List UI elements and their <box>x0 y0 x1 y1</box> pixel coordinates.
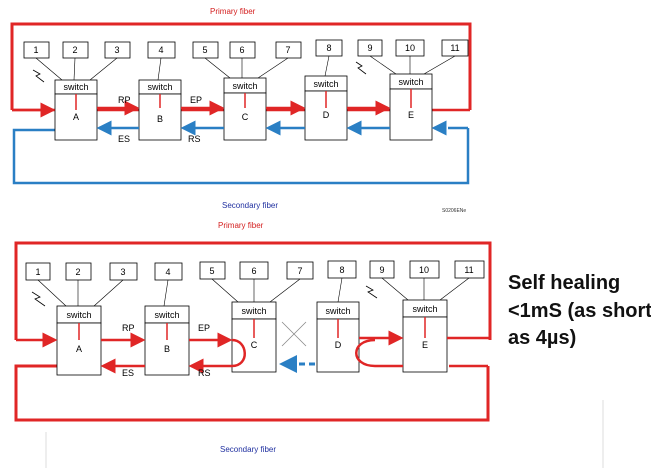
svg-text:10: 10 <box>419 265 429 275</box>
node-c-loopback <box>231 338 246 368</box>
svg-text:E: E <box>408 110 414 120</box>
svg-text:E: E <box>422 340 428 350</box>
bottom-secondary-ring-loopback <box>14 364 490 422</box>
top-device-1-label: 1 <box>33 45 38 55</box>
top-diagram: Primary fiber 1 2 3 4 5 6 7 8 9 <box>10 7 472 214</box>
top-secondary-fiber-label: Secondary fiber <box>222 201 278 210</box>
top-device-2-label: 2 <box>72 45 77 55</box>
svg-text:switch: switch <box>313 79 338 89</box>
bottom-nodes: switch A switch B switch C switch D <box>56 299 448 376</box>
top-device-6 <box>229 41 256 59</box>
top-device-11-label: 11 <box>450 43 459 53</box>
bottom-secondary-fiber-label: Secondary fiber <box>220 445 276 454</box>
bottom-devices: 1 2 3 4 5 6 7 8 9 10 11 <box>25 260 485 281</box>
top-secondary-ring <box>12 128 470 185</box>
self-healing-note: Self healing <1mS (as short as 4µs) <box>508 272 651 349</box>
svg-text:2: 2 <box>75 267 80 277</box>
bottom-port-es: ES <box>122 368 134 378</box>
top-port-ep: EP <box>190 95 202 105</box>
top-device-3 <box>104 41 131 59</box>
top-device-10-label: 10 <box>405 43 415 53</box>
top-device-4-label: 4 <box>158 45 163 55</box>
lightning-icon <box>31 291 46 307</box>
svg-text:switch: switch <box>232 81 257 91</box>
top-port-es: ES <box>118 134 130 144</box>
lightning-icon <box>355 61 367 75</box>
lightning-icon <box>365 285 378 299</box>
svg-text:C: C <box>242 112 249 122</box>
svg-text:switch: switch <box>154 310 179 320</box>
bottom-primary-ring <box>14 241 492 340</box>
top-device-5-label: 5 <box>202 45 207 55</box>
svg-text:9: 9 <box>379 265 384 275</box>
bottom-port-ep: EP <box>198 323 210 333</box>
top-device-5 <box>192 41 219 59</box>
svg-text:C: C <box>251 340 258 350</box>
svg-text:3: 3 <box>120 267 125 277</box>
top-node-b: switch B <box>138 79 182 141</box>
bottom-diagram: Primary fiber 1 2 3 4 5 6 7 8 9 10 11 <box>14 221 604 468</box>
svg-text:A: A <box>76 344 82 354</box>
bottom-port-rp: RP <box>122 323 135 333</box>
top-device-1 <box>23 41 50 59</box>
bottom-primary-arrows <box>16 317 490 368</box>
svg-text:6: 6 <box>251 266 256 276</box>
svg-text:5: 5 <box>209 266 214 276</box>
svg-text:11: 11 <box>464 265 473 275</box>
top-port-rp: RP <box>118 95 131 105</box>
svg-text:switch: switch <box>398 77 423 87</box>
top-device-6-label: 6 <box>239 45 244 55</box>
svg-text:switch: switch <box>66 310 91 320</box>
svg-text:switch: switch <box>325 306 350 316</box>
bottom-primary-fiber-label: Primary fiber <box>218 221 264 230</box>
bottom-device-links <box>37 277 470 307</box>
note-line-1: Self healing <box>508 272 620 294</box>
figure-code: S0206ENe <box>442 208 466 214</box>
top-primary-fiber-label: Primary fiber <box>210 7 256 16</box>
svg-text:1: 1 <box>35 267 40 277</box>
lightning-icon <box>32 69 45 83</box>
top-device-8-label: 8 <box>326 43 331 53</box>
top-device-7 <box>275 41 302 59</box>
top-device-3-label: 3 <box>114 45 119 55</box>
svg-text:switch: switch <box>63 82 88 92</box>
svg-text:switch: switch <box>241 306 266 316</box>
svg-text:4: 4 <box>165 267 170 277</box>
svg-text:B: B <box>164 344 170 354</box>
note-line-2: <1mS (as short <box>508 300 651 322</box>
top-primary-ring <box>10 22 472 110</box>
bottom-port-rs: RS <box>198 368 211 378</box>
top-port-rs: RS <box>188 134 201 144</box>
bottom-node-e: switch E <box>402 299 448 373</box>
top-device-7-label: 7 <box>285 45 290 55</box>
svg-text:switch: switch <box>412 304 437 314</box>
top-device-4 <box>147 41 176 59</box>
top-node-d: switch D <box>304 75 348 141</box>
svg-text:8: 8 <box>339 265 344 275</box>
svg-text:7: 7 <box>297 266 302 276</box>
top-primary-arrows <box>12 89 412 118</box>
link-failure-icon <box>281 321 307 347</box>
svg-text:D: D <box>323 110 330 120</box>
note-line-3: as 4µs) <box>508 327 576 349</box>
top-node-c: switch C <box>223 77 267 141</box>
svg-text:switch: switch <box>147 82 172 92</box>
svg-text:A: A <box>73 112 79 122</box>
bottom-node-a: switch A <box>56 305 102 376</box>
top-device-9-label: 9 <box>367 43 372 53</box>
top-device-links <box>35 55 456 81</box>
node-d-loopback <box>355 338 376 368</box>
svg-text:B: B <box>157 114 163 124</box>
bottom-node-b: switch B <box>144 305 190 376</box>
svg-text:D: D <box>335 340 342 350</box>
top-device-2 <box>62 41 89 59</box>
top-devices: 1 2 3 4 5 6 7 8 9 10 11 <box>23 39 469 59</box>
